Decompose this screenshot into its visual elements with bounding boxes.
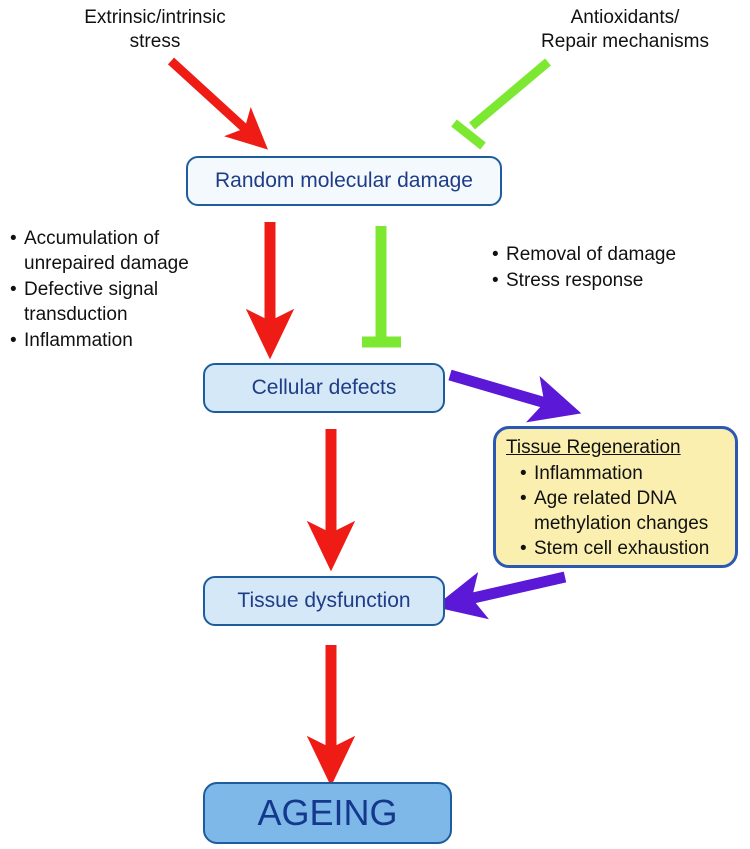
arrow-cellular-defects-to-regeneration [448,369,582,423]
list-item: Defective signal transduction [10,277,215,327]
label-antioxidants-repair-mechanisms: Antioxidants/ Repair mechanisms [541,7,709,52]
list-item: Removal of damage [492,242,732,267]
card-title: Tissue Regeneration [506,437,681,458]
list-item: Stress response [492,268,732,293]
node-ageing[interactable]: AGEING [203,782,452,844]
node-label: AGEING [257,792,398,833]
inhibitor-repair-to-cellular-defects [362,226,401,348]
list-item: Inflammation [10,328,215,353]
node-label: Random molecular damage [215,169,473,192]
left-bullet-list: Accumulation of unrepaired damage Defect… [10,226,215,354]
node-label: Tissue dysfunction [237,589,411,612]
node-cellular-defects[interactable]: Cellular defects [203,363,445,413]
node-tissue-dysfunction[interactable]: Tissue dysfunction [203,576,445,626]
arrow-regeneration-to-tissue-dysfunction [434,571,567,620]
inhibitor-antioxidants-to-damage [451,58,551,150]
list-item: Accumulation of unrepaired damage [10,226,215,276]
label-extrinsic-intrinsic-stress: Extrinsic/intrinsic stress [84,7,226,52]
list-item: Stem cell exhaustion [520,536,725,561]
right-bullet-list: Removal of damage Stress response [492,242,732,294]
card-tissue-regeneration[interactable]: Tissue Regeneration Inflammation Age rel… [493,426,738,568]
node-random-molecular-damage[interactable]: Random molecular damage [186,156,502,206]
node-label: Cellular defects [251,376,397,399]
arrow-stress-to-damage [167,57,268,150]
list-item: Age related DNA methylation changes [520,486,725,536]
list-item: Inflammation [520,461,725,486]
